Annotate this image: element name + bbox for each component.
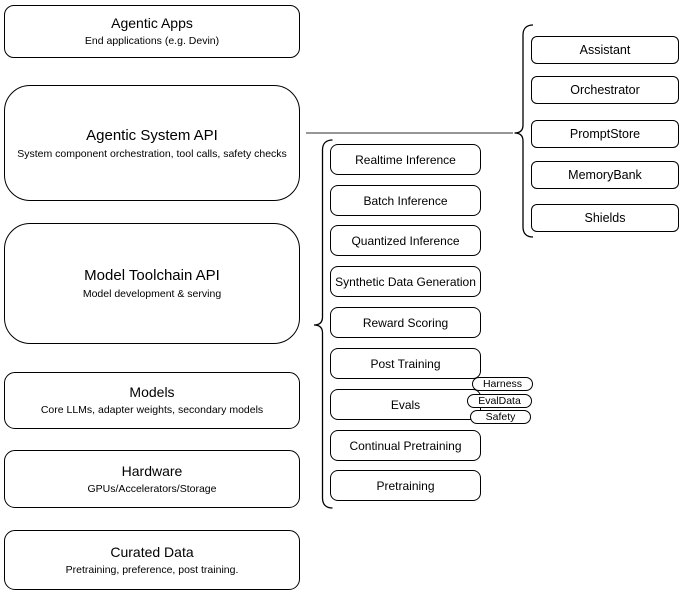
box-title: Agentic Apps [111,15,193,31]
box-synthetic-data-generation: Synthetic Data Generation [330,266,481,297]
box-pretraining: Pretraining [330,470,481,501]
toolchain-group-brace [313,139,333,509]
box-agentic-apps: Agentic Apps End applications (e.g. Devi… [4,5,300,58]
box-label: Realtime Inference [355,152,456,167]
box-reward-scoring: Reward Scoring [330,307,481,338]
tag-label: Safety [485,411,516,423]
box-title: Hardware [121,462,183,479]
box-orchestrator: Orchestrator [531,76,679,104]
box-hardware: Hardware GPUs/Accelerators/Storage [4,450,300,508]
box-assistant: Assistant [531,36,679,64]
box-label: Orchestrator [570,83,640,97]
box-label: Assistant [579,43,631,57]
box-label: Batch Inference [363,193,448,208]
box-label: MemoryBank [568,168,642,182]
box-agentic-system-api: Agentic System API System component orch… [4,85,300,201]
box-curated-data: Curated Data Pretraining, preference, po… [4,530,300,590]
box-realtime-inference: Realtime Inference [330,144,481,175]
box-promptstore: PromptStore [531,120,679,148]
box-post-training: Post Training [330,348,481,379]
box-subtitle: Model development & serving [82,288,222,300]
tag-harness: Harness [472,377,533,391]
box-quantized-inference: Quantized Inference [330,225,481,256]
box-label: Pretraining [376,478,435,493]
box-subtitle: System component orchestration, tool cal… [17,147,287,160]
box-subtitle: GPUs/Accelerators/Storage [87,482,217,495]
box-subtitle: Pretraining, preference, post training. [65,563,239,576]
tag-safety: Safety [470,410,531,424]
box-models: Models Core LLMs, adapter weights, secon… [4,372,300,429]
box-title: Agentic System API [86,126,218,144]
box-label: Evals [390,397,421,412]
box-model-toolchain-api: Model Toolchain API Model development & … [4,223,300,344]
box-memorybank: MemoryBank [531,161,679,189]
box-label: Post Training [370,356,441,371]
tag-label: Harness [482,378,523,390]
box-title: Model Toolchain API [84,267,220,284]
components-group-brace [514,24,534,238]
box-label: Continual Pretraining [349,438,462,453]
box-label: Reward Scoring [362,315,449,330]
box-subtitle: Core LLMs, adapter weights, secondary mo… [40,404,264,416]
box-evals: Evals [330,389,481,420]
box-label: Shields [584,211,626,225]
box-label: Quantized Inference [351,233,460,248]
box-shields: Shields [531,204,679,232]
box-continual-pretraining: Continual Pretraining [330,430,481,461]
box-subtitle: End applications (e.g. Devin) [84,35,220,47]
box-label: Synthetic Data Generation [335,274,476,289]
box-title: Curated Data [110,543,194,560]
tag-evaldata: EvalData [467,394,532,408]
tag-label: EvalData [478,395,521,407]
box-title: Models [129,384,175,400]
box-label: PromptStore [569,127,641,141]
box-batch-inference: Batch Inference [330,185,481,216]
